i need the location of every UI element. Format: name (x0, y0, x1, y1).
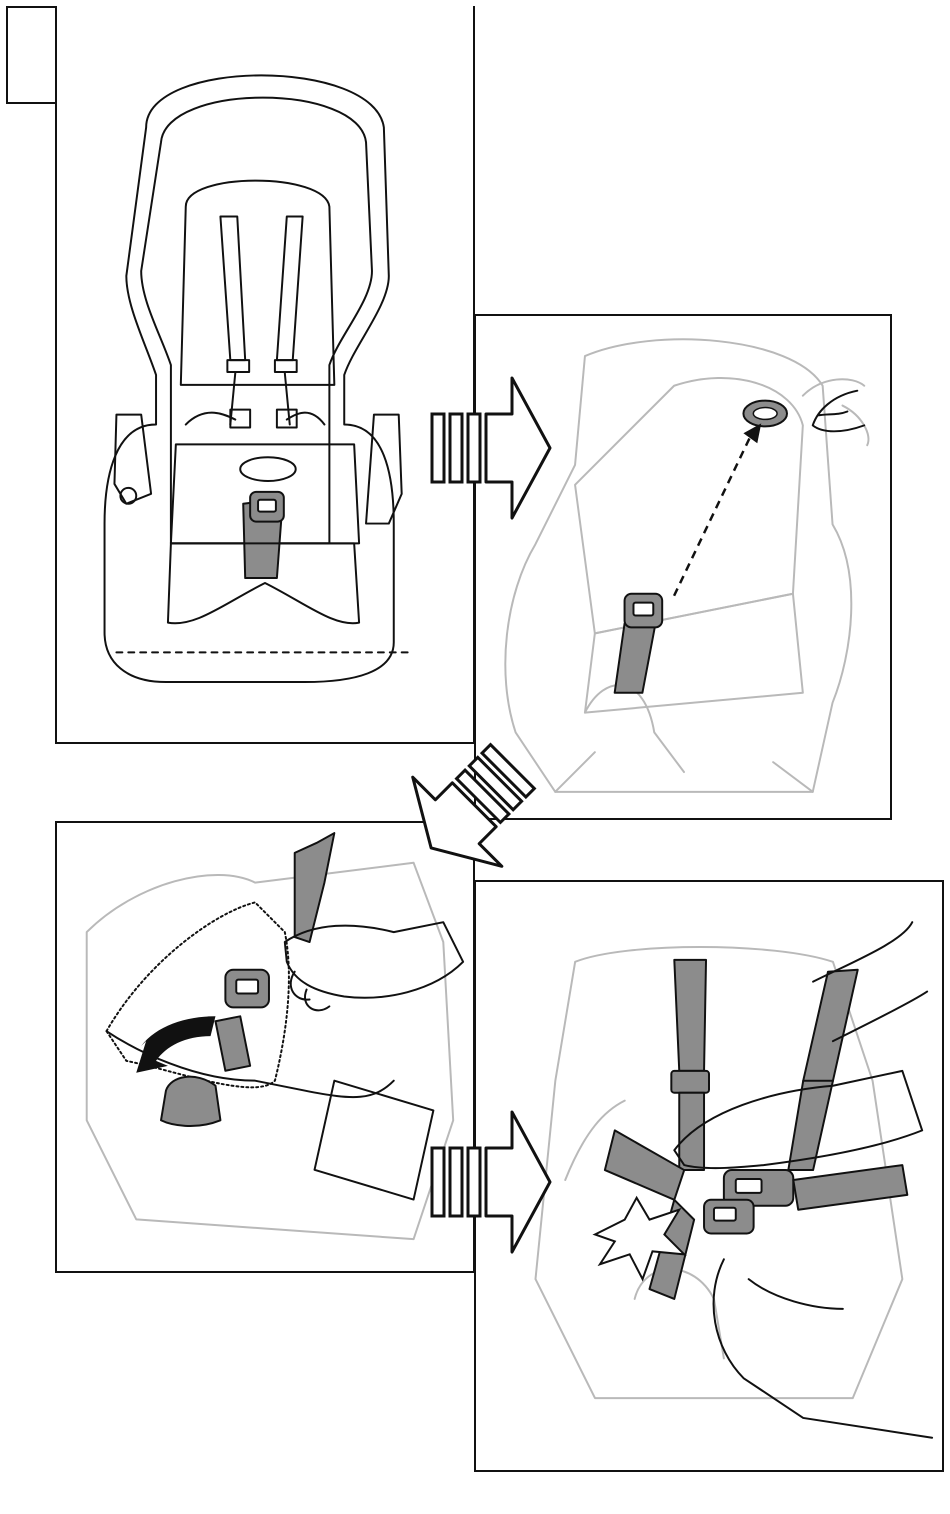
panel-fold-cover (55, 821, 475, 1273)
arrow-down-left (400, 742, 540, 877)
panel-seat-overview (55, 6, 475, 744)
arrow-right-1 (432, 378, 552, 518)
fold-cover-illustration (57, 823, 473, 1271)
seat-overview-illustration (57, 6, 473, 742)
arrow-right-2 (432, 1112, 552, 1252)
